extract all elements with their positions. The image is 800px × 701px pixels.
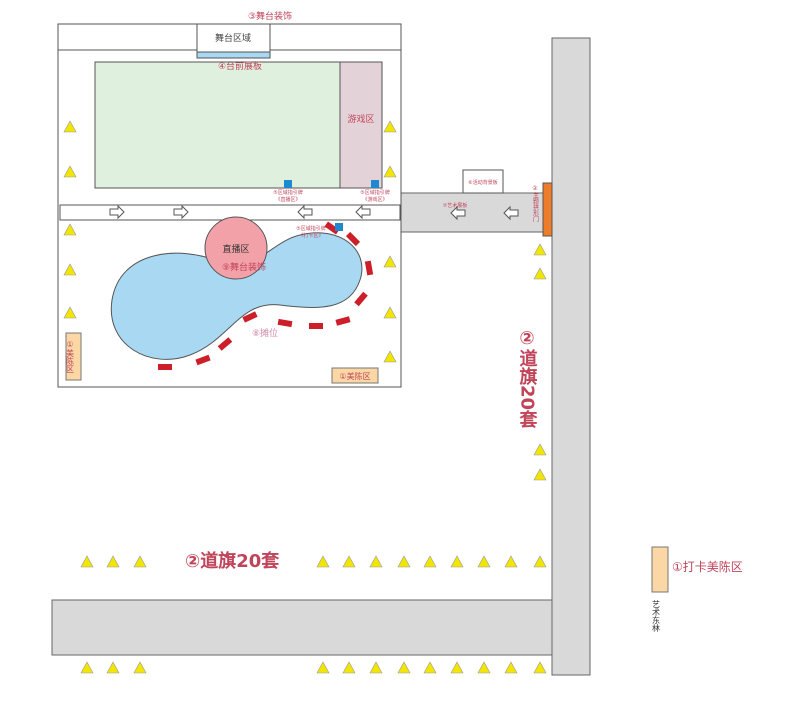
display-right-label: ①美陈区 <box>339 371 370 381</box>
flag-triangle-icon <box>423 661 437 674</box>
art-forest-label: 艺术东林 <box>652 600 661 633</box>
flag-triangle-icon <box>383 165 397 178</box>
arch-gate-label: ②主题拱形门 <box>531 185 538 223</box>
flag-triangle-icon <box>63 223 77 236</box>
flag-triangle-icon <box>63 120 77 133</box>
flag-triangle-icon <box>533 555 547 568</box>
display-left-label: ①美陈区 <box>66 340 75 373</box>
flag-triangle-icon <box>383 255 397 268</box>
arrow-left-icon <box>450 205 466 221</box>
flag-triangle-icon <box>369 555 383 568</box>
game-zone-label: 游戏区 <box>347 113 374 125</box>
flag-triangle-icon <box>316 661 330 674</box>
arrow-left-icon <box>355 204 371 220</box>
flag-triangle-icon <box>63 306 77 319</box>
pond <box>110 232 363 360</box>
stage-area-label: 舞台区域 <box>215 32 251 44</box>
flag-markers <box>63 120 547 674</box>
arrow-right-icon <box>173 204 189 220</box>
flags-vertical-label: ②道旗20套 <box>517 328 538 429</box>
arrow-left-icon <box>297 204 313 220</box>
flag-triangle-icon <box>533 243 547 256</box>
flag-triangle-icon <box>63 263 77 276</box>
bottom-road <box>51 599 553 656</box>
game-zone <box>339 61 383 189</box>
arrow-left-icon <box>503 205 519 221</box>
arch-gate <box>542 182 553 237</box>
arrow-icons <box>109 204 519 221</box>
arrow-right-icon <box>109 204 125 220</box>
flag-triangle-icon <box>383 120 397 133</box>
flag-triangle-icon <box>450 555 464 568</box>
flag-triangle-icon <box>533 468 547 481</box>
flag-triangle-icon <box>397 661 411 674</box>
checkin-display-label: ①打卡美陈区 <box>672 559 743 574</box>
entry-road <box>399 192 553 233</box>
sign-label: ⑤区域指引牌 <box>360 189 389 196</box>
stage-decor-label: ③舞台装饰 <box>248 10 292 22</box>
flag-triangle-icon <box>80 555 94 568</box>
sign-label: 《游戏区》 <box>362 196 387 203</box>
flag-triangle-icon <box>423 555 437 568</box>
flag-triangle-icon <box>397 555 411 568</box>
display-right <box>331 367 379 384</box>
sign-icon <box>335 223 343 231</box>
flag-triangle-icon <box>450 661 464 674</box>
flag-triangle-icon <box>533 443 547 456</box>
flag-triangle-icon <box>533 661 547 674</box>
flags-horizontal-label: ②道旗20套 <box>185 550 279 572</box>
flag-triangle-icon <box>342 661 356 674</box>
flag-triangle-icon <box>504 661 518 674</box>
right-road <box>551 37 591 676</box>
sign-label: 《直播区》 <box>275 196 300 203</box>
sign-label: ⑤区域指引牌 <box>296 225 325 232</box>
flag-triangle-icon <box>383 306 397 319</box>
checkin-board-label: ⑥活动背景板 <box>468 179 497 186</box>
flag-triangle-icon <box>383 350 397 363</box>
flag-triangle-icon <box>133 555 147 568</box>
flag-triangle-icon <box>504 555 518 568</box>
checkin-display <box>651 546 669 593</box>
stage-front-board-label: ④台前展板 <box>218 60 262 72</box>
sign-label: ⑤区域指引牌 <box>273 189 302 196</box>
flag-triangle-icon <box>342 555 356 568</box>
live-zone-label: 直播区 <box>222 243 249 255</box>
sign-label: 《打卡区》 <box>298 232 323 239</box>
flag-triangle-icon <box>369 661 383 674</box>
flag-triangle-icon <box>533 267 547 280</box>
sign-icon <box>284 180 292 188</box>
checkin-board <box>462 169 504 194</box>
stall-icons <box>158 221 374 370</box>
stage-front-board <box>196 51 271 59</box>
flag-triangle-icon <box>316 555 330 568</box>
flag-triangle-icon <box>106 555 120 568</box>
display-left <box>65 332 82 381</box>
flag-triangle-icon <box>106 661 120 674</box>
flag-triangle-icon <box>477 555 491 568</box>
art-board-label: ⑦艺术展板 <box>443 202 467 209</box>
flag-triangle-icon <box>63 165 77 178</box>
field <box>94 61 341 189</box>
flag-triangle-icon <box>80 661 94 674</box>
stalls-label: ⑧摊位 <box>252 327 278 339</box>
flag-triangle-icon <box>133 661 147 674</box>
sign-icon <box>371 180 379 188</box>
flag-triangle-icon <box>477 661 491 674</box>
live-zone <box>204 216 268 280</box>
stage-decor-live-label: ⑨舞台装饰 <box>222 261 266 273</box>
